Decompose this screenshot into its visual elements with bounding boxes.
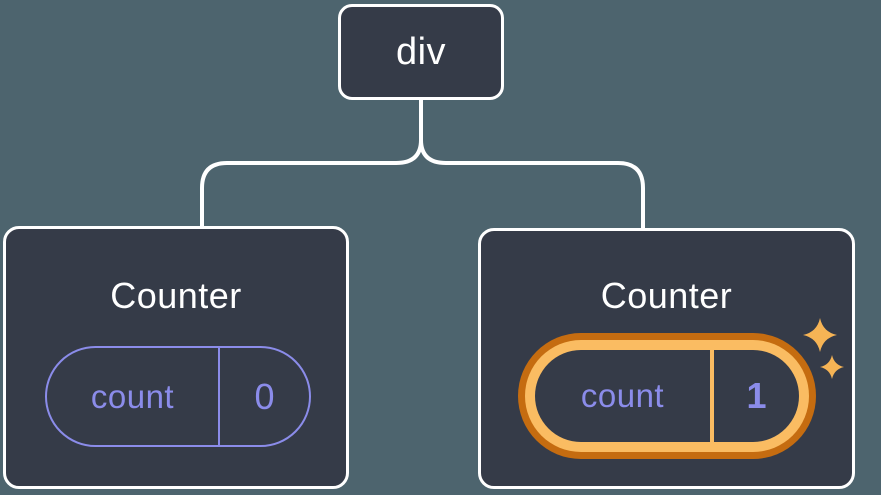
pill-divider — [710, 350, 714, 442]
connector-branch-right — [419, 139, 645, 230]
highlight-ring-outer: count 1 — [518, 333, 816, 459]
state-value-cell: 0 — [220, 348, 309, 445]
state-key-label: count — [90, 377, 175, 415]
state-value: 0 — [254, 375, 275, 417]
state-pill-highlighted: count 1 — [535, 350, 799, 442]
node-label: div — [395, 30, 447, 73]
pill-divider — [218, 348, 220, 445]
state-value: 1 — [746, 375, 767, 416]
component-title: Counter — [600, 275, 733, 316]
state-key-cell: count — [535, 350, 710, 442]
state-value-cell: 1 — [714, 350, 799, 442]
state-key-cell: count — [47, 348, 218, 445]
highlight-ring-inner: count 1 — [525, 340, 809, 452]
tree-node-counter-left: Counter count 0 — [3, 226, 349, 489]
state-pill: count 0 — [45, 346, 311, 447]
connector-branch-left — [200, 139, 423, 228]
tree-node-counter-right: Counter count 1 — [478, 228, 855, 489]
tree-node-div: div — [338, 4, 504, 100]
state-key-label: count — [580, 377, 665, 414]
component-title: Counter — [110, 275, 242, 316]
